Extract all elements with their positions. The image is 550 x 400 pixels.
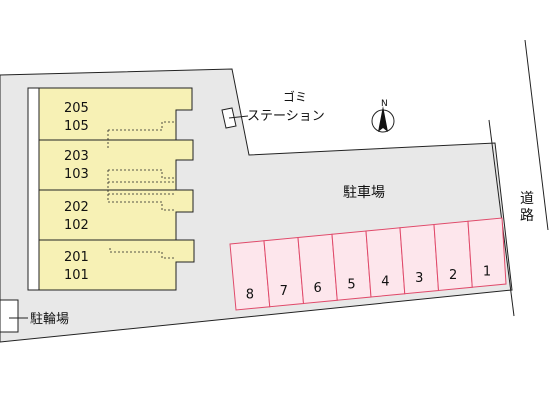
building: 205 105 203 103 202 102 201 101 bbox=[38, 87, 195, 291]
north-label: N bbox=[381, 99, 388, 109]
garbage-station-label-1: ゴミ bbox=[283, 89, 307, 104]
unit-label-101: 101 bbox=[64, 268, 89, 283]
parking-space-number-6: 6 bbox=[314, 281, 322, 296]
road-label-1: 道 bbox=[520, 191, 534, 207]
parking-space-number-7: 7 bbox=[280, 284, 288, 299]
unit-label-105: 105 bbox=[64, 119, 89, 134]
unit-label-202: 202 bbox=[64, 200, 89, 215]
bicycle-parking-icon bbox=[0, 299, 19, 333]
parking-space-1 bbox=[467, 217, 507, 288]
road-label-2: 路 bbox=[520, 208, 534, 224]
parking-space-number-1: 1 bbox=[483, 265, 491, 280]
compass-icon: N bbox=[371, 99, 395, 133]
building-wall bbox=[27, 87, 40, 291]
dotted-line-6 bbox=[108, 201, 176, 211]
parking-space-number-3: 3 bbox=[415, 271, 423, 286]
parking-space-number-8: 8 bbox=[246, 287, 254, 302]
unit-block-3 bbox=[38, 189, 194, 241]
unit-block-1 bbox=[38, 87, 193, 141]
dotted-line-1 bbox=[108, 121, 176, 131]
parking-label: 駐車場 bbox=[343, 184, 385, 201]
garbage-station-leader bbox=[228, 115, 249, 119]
road-edge-right bbox=[524, 39, 549, 231]
parking-space-number-2: 2 bbox=[449, 268, 457, 283]
dotted-line-8 bbox=[109, 248, 176, 259]
unit-label-205: 205 bbox=[64, 101, 89, 116]
bicycle-parking-label: 駐輪場 bbox=[30, 311, 69, 327]
dotted-line-3 bbox=[108, 169, 176, 179]
parking-space-number-5: 5 bbox=[347, 278, 355, 293]
unit-block-2 bbox=[38, 139, 194, 191]
unit-label-102: 102 bbox=[64, 218, 89, 233]
garbage-station-label-2: ステーション bbox=[247, 109, 325, 124]
parking-space-number-4: 4 bbox=[381, 274, 389, 289]
unit-label-203: 203 bbox=[64, 149, 89, 164]
unit-block-4 bbox=[38, 239, 195, 291]
unit-label-103: 103 bbox=[64, 167, 89, 182]
unit-label-201: 201 bbox=[64, 250, 89, 265]
parking-spaces: 8 7 6 5 4 3 2 1 bbox=[229, 217, 507, 311]
